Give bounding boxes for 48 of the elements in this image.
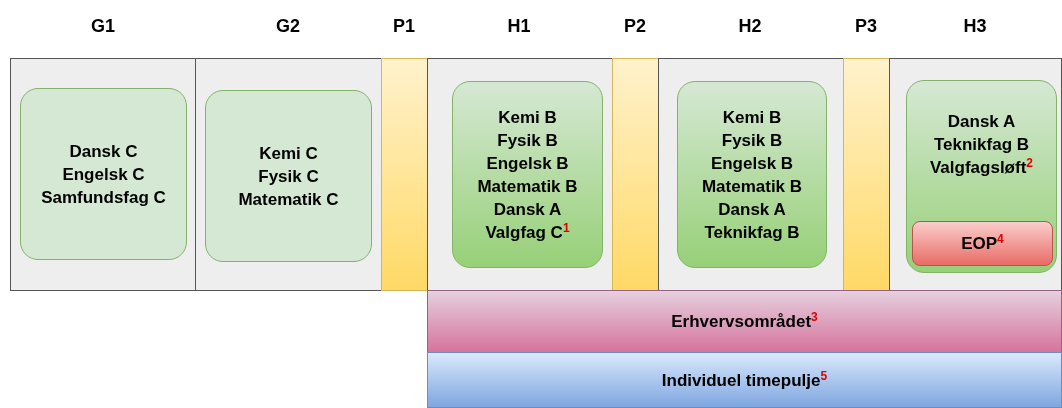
subject-label: Kemi C bbox=[259, 142, 318, 165]
period-bar bbox=[612, 58, 659, 291]
subject-label: Kemi B bbox=[498, 106, 557, 129]
subject-label: Engelsk C bbox=[62, 163, 145, 186]
column-heading: P3 bbox=[855, 16, 877, 37]
subject-label: Fysik C bbox=[258, 165, 319, 188]
column-heading: G2 bbox=[276, 16, 300, 37]
column-heading: H1 bbox=[507, 16, 531, 37]
subject-label: Dansk A bbox=[493, 198, 562, 221]
subject-label: Dansk C bbox=[69, 140, 138, 163]
column-panel bbox=[195, 58, 382, 291]
subject-card bbox=[20, 88, 187, 260]
column-heading: H2 bbox=[738, 16, 762, 37]
column-heading: H3 bbox=[963, 16, 987, 37]
column-heading: G1 bbox=[91, 16, 115, 37]
period-bar bbox=[843, 58, 890, 291]
column-panel bbox=[427, 58, 613, 291]
subject-label: Matematik B bbox=[477, 175, 578, 198]
subject-label: Valgfag C$^{1}$ bbox=[485, 220, 570, 244]
subject-card bbox=[677, 81, 827, 268]
subject-label: Kemi B bbox=[722, 106, 782, 129]
subject-card bbox=[205, 90, 372, 262]
eop-card bbox=[912, 221, 1053, 266]
period-bar bbox=[381, 58, 428, 291]
subject-label: Valgfagsløft$^{2}$ bbox=[929, 155, 1033, 179]
column-panel bbox=[658, 58, 844, 291]
pool-band bbox=[427, 352, 1062, 408]
column-heading: P2 bbox=[624, 16, 646, 37]
subject-label: Matematik C bbox=[238, 188, 339, 211]
band-label: EOP$^{4}$ bbox=[961, 232, 1004, 255]
band-label: Individuel timepulje$^{5}$ bbox=[661, 368, 828, 392]
subject-label: Engelsk B bbox=[486, 152, 569, 175]
band-label: Erhvervsområdet$^{3}$ bbox=[671, 310, 818, 333]
subject-label: Engelsk B bbox=[710, 152, 794, 175]
subject-label: Fysik B bbox=[497, 129, 558, 152]
subject-label: Fysik B bbox=[721, 129, 783, 152]
column-panel bbox=[10, 58, 196, 291]
subject-card bbox=[906, 80, 1057, 273]
subject-card bbox=[452, 81, 603, 268]
column-heading: P1 bbox=[393, 16, 415, 37]
column-panel bbox=[889, 58, 1062, 291]
subject-label: Teknikfag B bbox=[704, 221, 800, 244]
area-band bbox=[427, 290, 1062, 353]
subject-label: Dansk A bbox=[718, 198, 786, 221]
subject-label: Samfundsfag C bbox=[41, 186, 166, 209]
subject-label: Teknikfag B bbox=[933, 133, 1030, 156]
subject-label: Dansk A bbox=[947, 110, 1016, 133]
subject-label: Matematik B bbox=[701, 175, 803, 198]
